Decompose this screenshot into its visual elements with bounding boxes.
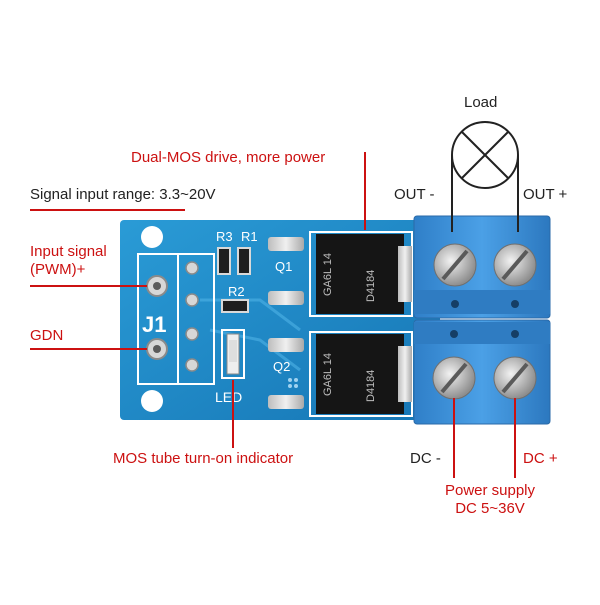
power-supply-line-1: Power supply xyxy=(444,482,536,499)
gdn-label: GDN xyxy=(30,327,64,344)
svg-text:D4184: D4184 xyxy=(365,370,377,402)
resistor-r2 xyxy=(221,299,249,313)
load-lamp-icon xyxy=(451,121,519,232)
mounting-hole-bottom xyxy=(141,390,163,412)
power-supply-line-2: DC 5~36V xyxy=(455,500,525,517)
j1-header: J1 xyxy=(137,253,215,385)
svg-text:D4184: D4184 xyxy=(365,270,377,302)
resistor-r3 xyxy=(217,247,231,275)
input-signal-line-2: (PWM)+ xyxy=(30,261,86,278)
terminal-block-output xyxy=(413,215,551,319)
svg-text:Q1: Q1 xyxy=(275,259,292,274)
svg-text:GA6L 14: GA6L 14 xyxy=(322,353,334,396)
power-supply-label: Power supply DC 5~36V xyxy=(430,482,550,518)
svg-text:R2: R2 xyxy=(228,284,245,299)
led-silkscreen: LED xyxy=(215,389,242,405)
out-plus-label: OUT + xyxy=(523,186,568,203)
mosfet-q1: Q1 GA6L 14 D4184 xyxy=(268,231,413,317)
dc-minus-label: DC - xyxy=(410,450,441,467)
mos-indicator-label: MOS tube turn-on indicator xyxy=(113,450,294,467)
svg-text:GA6L 14: GA6L 14 xyxy=(322,253,334,296)
dual-mos-label: Dual-MOS drive, more power xyxy=(131,149,326,166)
svg-text:Q2: Q2 xyxy=(273,359,290,374)
svg-text:R1: R1 xyxy=(241,229,258,244)
terminal-block-power xyxy=(413,319,551,425)
resistors: R3 R1 R2 xyxy=(216,229,258,313)
dc-plus-label: DC + xyxy=(523,450,558,467)
out-minus-label: OUT - xyxy=(394,186,435,203)
mosfet-q2: Q2 GA6L 14 D4184 xyxy=(268,331,413,417)
led: LED xyxy=(215,329,245,405)
annotation-lines xyxy=(30,152,516,478)
svg-text:R3: R3 xyxy=(216,229,233,244)
input-signal-label: Input signal (PWM)+ xyxy=(30,243,107,279)
mounting-hole-top xyxy=(141,226,163,248)
resistor-r1 xyxy=(237,247,251,275)
load-label: Load xyxy=(464,94,498,111)
input-signal-line-1: Input signal xyxy=(30,243,107,260)
signal-range-label: Signal input range: 3.3~20V xyxy=(30,186,216,203)
j1-silkscreen: J1 xyxy=(142,312,166,337)
